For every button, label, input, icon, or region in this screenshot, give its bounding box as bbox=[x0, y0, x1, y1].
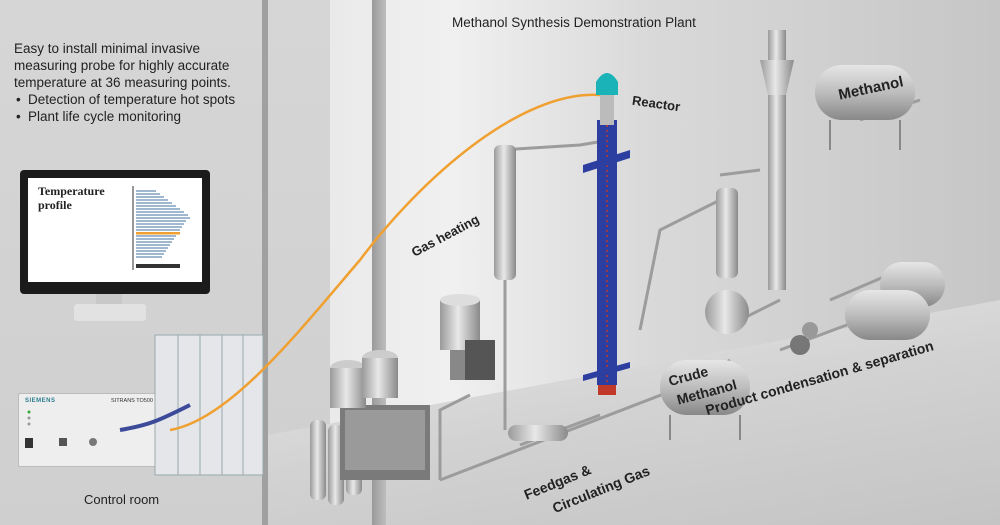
intro-line: Easy to install minimal invasive bbox=[14, 41, 201, 56]
wall-divider bbox=[262, 0, 268, 525]
control-room-label: Control room bbox=[84, 492, 160, 507]
monitor-screen: Temperature profile bbox=[28, 178, 202, 282]
io-rack bbox=[154, 334, 264, 476]
hotspot-bar bbox=[136, 232, 180, 235]
separator-tanks bbox=[790, 262, 945, 355]
diagram-title: Methanol Synthesis Demonstration Plant bbox=[452, 15, 696, 30]
bullet-item: Detection of temperature hot spots bbox=[16, 91, 274, 108]
fiber-cable bbox=[169, 93, 601, 432]
intro-line: temperature at 36 measuring points. bbox=[14, 75, 231, 90]
monitor-base bbox=[74, 304, 146, 321]
feed-skid bbox=[330, 350, 430, 480]
intro-bullets: Detection of temperature hot spots Plant… bbox=[14, 91, 274, 125]
bullet-item: Plant life cycle monitoring bbox=[16, 108, 274, 125]
device-model: SITRANS TO500 bbox=[111, 398, 153, 404]
gas-heating-unit bbox=[440, 294, 495, 380]
probe-cable bbox=[119, 403, 191, 432]
distillation-column bbox=[760, 30, 794, 290]
intro-text: Easy to install minimal invasive measuri… bbox=[14, 40, 274, 125]
siemens-logo: SIEMENS bbox=[25, 398, 56, 404]
temperature-profile-label: Temperature profile bbox=[38, 184, 105, 212]
crude-methanol-tank bbox=[660, 360, 750, 440]
condenser bbox=[705, 188, 749, 334]
monitor: Temperature profile bbox=[20, 170, 210, 294]
methanol-tank bbox=[815, 65, 915, 150]
intro-line: measuring probe for highly accurate bbox=[14, 58, 230, 73]
preheater-column bbox=[494, 145, 568, 441]
reactor bbox=[583, 73, 630, 395]
temperature-profile-chart bbox=[132, 186, 190, 270]
sitrans-device: SIEMENS SITRANS TO500 bbox=[18, 393, 158, 467]
